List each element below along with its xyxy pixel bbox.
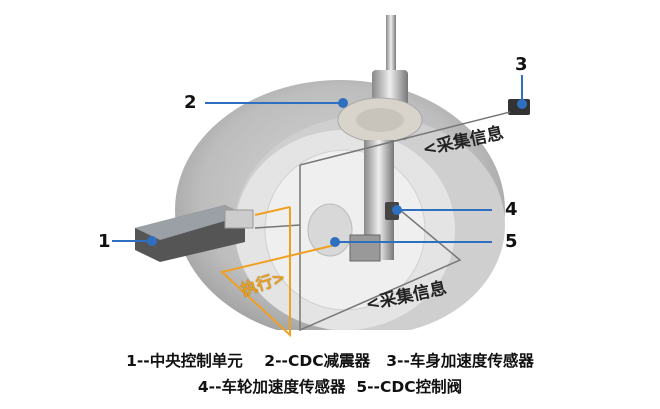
shock-absorber (337, 15, 423, 262)
callout-2: 2 (184, 92, 197, 113)
callout-lines (112, 75, 527, 247)
callout-1: 1 (98, 231, 111, 252)
legend-line-1: 1--中央控制单元 2--CDC减震器 3--车身加速度传感器 (126, 352, 534, 370)
control-unit (135, 205, 254, 262)
legend-line-2: 4--车轮加速度传感器 5--CDC控制阀 (197, 378, 463, 396)
callout-5: 5 (505, 231, 518, 252)
info-lines (254, 111, 511, 332)
execute-lines (219, 206, 336, 338)
callout-4: 4 (505, 199, 518, 220)
callout-3: 3 (515, 54, 528, 75)
